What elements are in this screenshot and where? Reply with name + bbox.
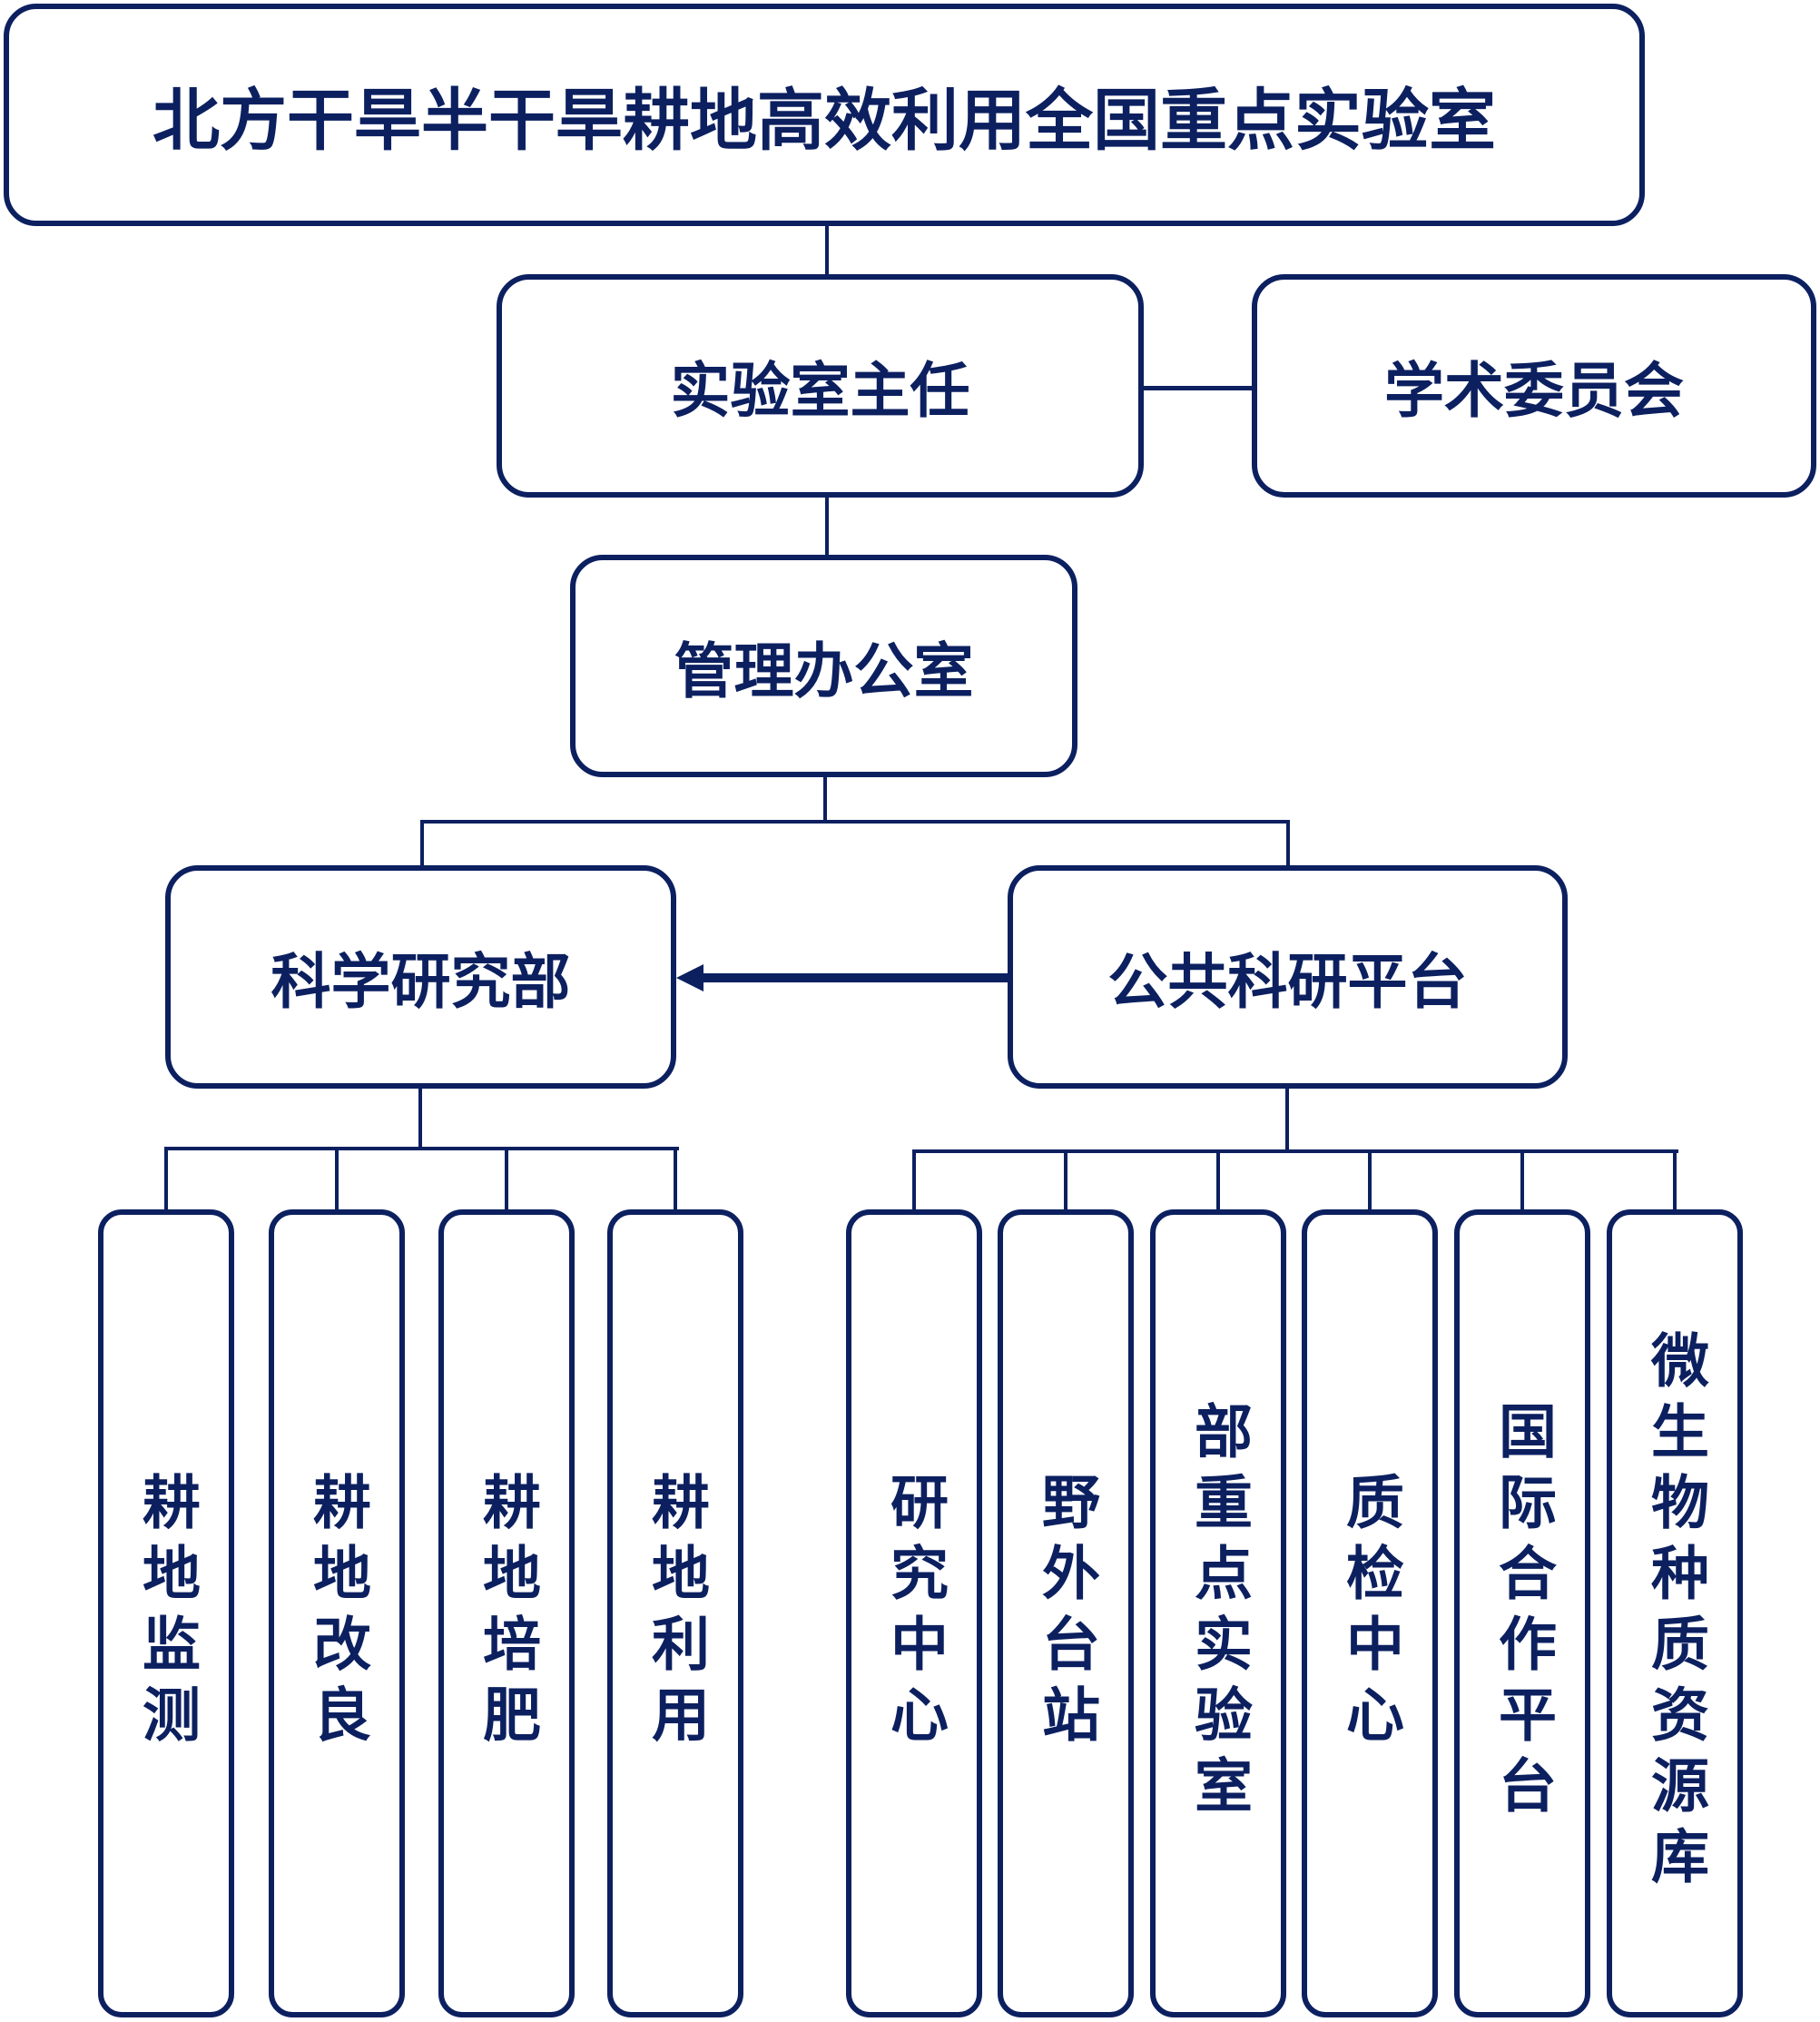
committee-box: 学术委员会 <box>1252 274 1816 498</box>
platform-unit-box: 野外台站 <box>998 1209 1134 2017</box>
connector-science-down <box>418 1089 422 1150</box>
office-box: 管理办公室 <box>570 555 1077 777</box>
science-unit-box: 耕地利用 <box>607 1209 743 2017</box>
director-box: 实验室主任 <box>497 274 1144 498</box>
science-unit-label: 耕地培肥 <box>473 1472 540 1755</box>
connector-bar-science <box>420 820 424 867</box>
platform-unit-label: 野外台站 <box>1032 1472 1099 1755</box>
connector-bar-platform <box>1286 820 1290 867</box>
science-unit-label: 耕地监测 <box>133 1472 200 1755</box>
arrowhead-icon <box>676 964 703 991</box>
connector-office-bar <box>420 820 1290 824</box>
platform-unit-label: 质检中心 <box>1336 1472 1403 1755</box>
platform-label: 公共科研平台 <box>1107 947 1468 1017</box>
director-label: 实验室主任 <box>670 356 970 426</box>
connector-title-director <box>825 226 829 276</box>
science-drop-connector <box>335 1147 339 1213</box>
platform-unit-box: 部重点实验室 <box>1150 1209 1286 2017</box>
platform-unit-box: 质检中心 <box>1302 1209 1438 2017</box>
science-dept-box: 科学研究部 <box>165 865 676 1089</box>
science-unit-label: 耕地利用 <box>642 1472 709 1755</box>
office-label: 管理办公室 <box>674 636 974 706</box>
science-unit-label: 耕地改良 <box>303 1472 370 1755</box>
science-unit-box: 耕地改良 <box>269 1209 405 2017</box>
platform-unit-label: 部重点实验室 <box>1185 1401 1252 1826</box>
platform-drop-connector <box>912 1149 916 1213</box>
science-unit-box: 耕地监测 <box>98 1209 234 2017</box>
science-drop-connector <box>505 1147 508 1213</box>
science-drop-connector <box>164 1147 168 1213</box>
platform-unit-box: 微生物种质资源库 <box>1607 1209 1743 2017</box>
lab-title-box: 北方干旱半干旱耕地高效利用全国重点实验室 <box>4 4 1645 226</box>
connector-office-down <box>823 777 827 823</box>
connector-platform-bar <box>912 1149 1678 1153</box>
committee-label: 学术委员会 <box>1384 356 1684 426</box>
connector-platform-down <box>1285 1089 1289 1152</box>
connector-science-bar <box>164 1147 679 1150</box>
platform-unit-box: 研究中心 <box>846 1209 982 2017</box>
platform-unit-box: 国际合作平台 <box>1454 1209 1590 2017</box>
platform-drop-connector <box>1368 1149 1372 1213</box>
connector-director-office <box>825 498 829 557</box>
platform-drop-connector <box>1064 1149 1067 1213</box>
platform-drop-connector <box>1673 1149 1677 1213</box>
science-dept-label: 科学研究部 <box>271 947 571 1017</box>
connector-director-committee <box>1144 386 1253 390</box>
lab-title: 北方干旱半干旱耕地高效利用全国重点实验室 <box>152 82 1496 160</box>
platform-unit-label: 微生物种质资源库 <box>1641 1330 1708 1897</box>
platform-unit-label: 国际合作平台 <box>1489 1401 1556 1826</box>
science-unit-box: 耕地培肥 <box>438 1209 575 2017</box>
platform-drop-connector <box>1520 1149 1524 1213</box>
platform-drop-connector <box>1216 1149 1220 1213</box>
science-drop-connector <box>674 1147 677 1213</box>
platform-unit-label: 研究中心 <box>880 1472 948 1755</box>
platform-box: 公共科研平台 <box>1008 865 1568 1089</box>
